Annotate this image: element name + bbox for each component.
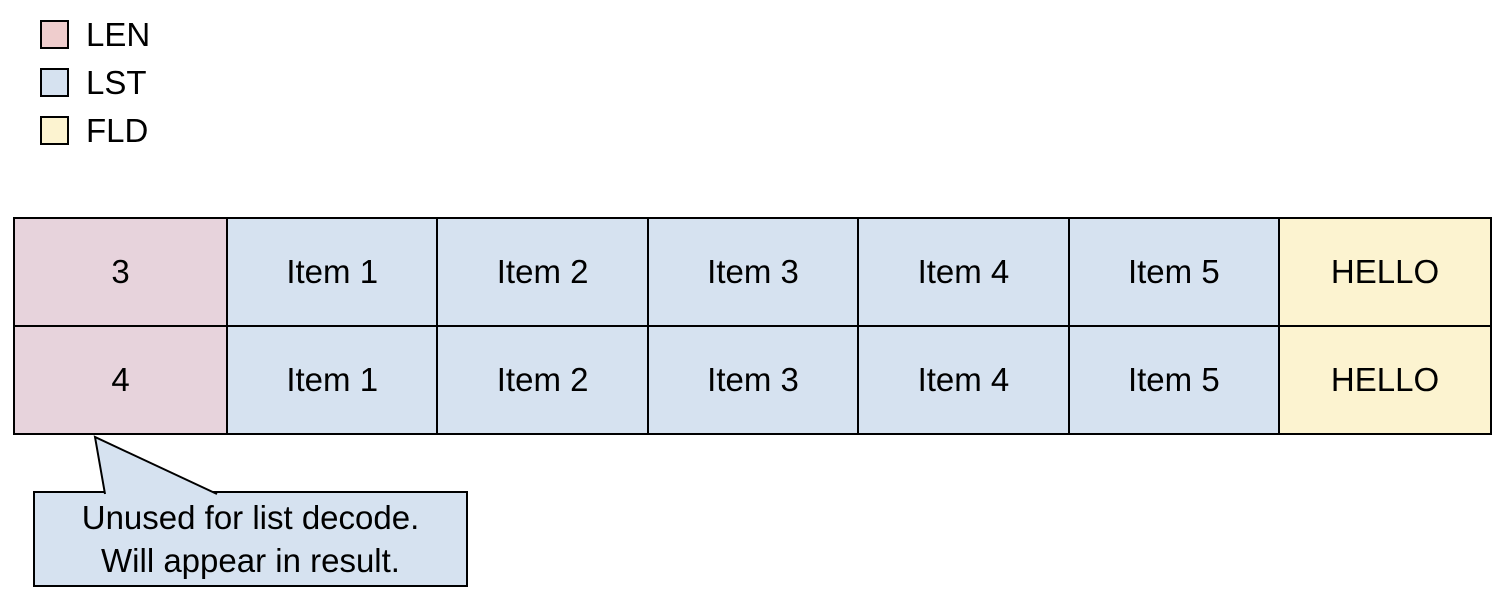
row1-len-cell: 3 <box>15 219 228 325</box>
table-row-1: 3 Item 1 Item 2 Item 3 Item 4 Item 5 HEL… <box>15 219 1491 327</box>
row1-item-1-cell: Item 1 <box>228 219 439 325</box>
row1-item-4-cell: Item 4 <box>859 219 1070 325</box>
table-row-2: 4 Item 1 Item 2 Item 3 Item 4 Item 5 HEL… <box>15 327 1491 433</box>
callout-bubble: Unused for list decode. Will appear in r… <box>33 491 468 587</box>
legend-label-len: LEN <box>86 15 151 53</box>
legend-item-lst: LST <box>40 58 150 106</box>
legend: LEN LST FLD <box>40 10 150 154</box>
callout-line-1: Unused for list decode. <box>81 499 420 536</box>
row2-item-5-cell: Item 5 <box>1069 327 1281 433</box>
legend-item-len: LEN <box>40 10 150 58</box>
callout-line-2: Will appear in result. <box>101 542 400 579</box>
byte-layout-table: 3 Item 1 Item 2 Item 3 Item 4 Item 5 HEL… <box>13 217 1492 435</box>
row2-item-4-cell: Item 4 <box>859 327 1070 433</box>
row2-item-2-cell: Item 2 <box>438 327 649 433</box>
row2-field-cell: HELLO <box>1280 327 1491 433</box>
fld-color-swatch <box>40 115 69 145</box>
legend-item-fld: FLD <box>40 106 150 154</box>
row1-field-cell: HELLO <box>1280 219 1491 325</box>
legend-label-fld: FLD <box>86 111 149 149</box>
row1-item-2-cell: Item 2 <box>438 219 649 325</box>
row2-len-cell: 4 <box>15 327 228 433</box>
row1-item-3-cell: Item 3 <box>648 219 860 325</box>
row2-item-3-cell: Item 3 <box>648 327 860 433</box>
legend-label-lst: LST <box>86 63 147 101</box>
lst-color-swatch <box>40 67 69 97</box>
len-color-swatch <box>40 19 69 49</box>
row1-item-5-cell: Item 5 <box>1069 219 1281 325</box>
row2-item-1-cell: Item 1 <box>228 327 439 433</box>
